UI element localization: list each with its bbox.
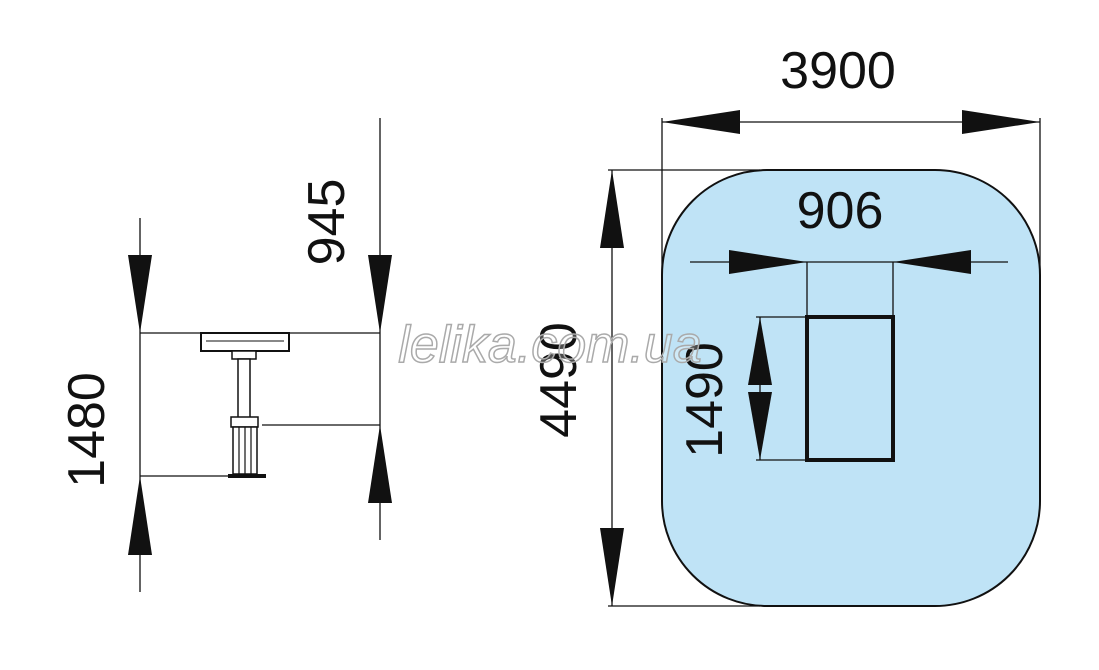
plan-view: 3900 4490 906 1490 [530, 42, 1041, 607]
side-elevation-view: 1480 945 [58, 118, 392, 592]
height-dimension: 1480 [58, 218, 235, 592]
depth-total-label: 4490 [530, 322, 588, 438]
width-total-label: 3900 [780, 42, 896, 100]
equipment-depth-label: 1490 [676, 342, 734, 458]
depth-underground-label: 945 [298, 179, 356, 266]
height-label: 1480 [58, 372, 116, 488]
width-total-dimension: 3900 [661, 42, 1041, 295]
equipment-width-dimension: 906 [690, 182, 1008, 317]
equipment-width-label: 906 [797, 182, 884, 240]
equipment-side-profile [200, 332, 290, 478]
equipment-footprint [805, 315, 895, 462]
equipment-depth-dimension: 1490 [676, 316, 807, 461]
depth-total-dimension: 4490 [530, 169, 760, 607]
watermark: lelika.com.ua [398, 316, 701, 374]
underground-depth-dimension: 945 [262, 118, 392, 540]
